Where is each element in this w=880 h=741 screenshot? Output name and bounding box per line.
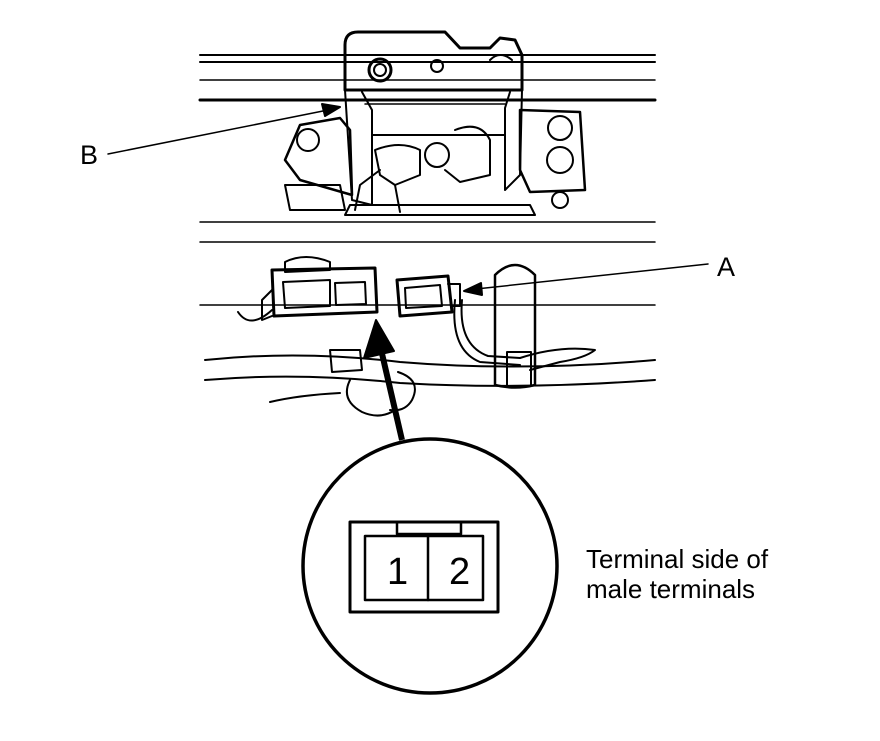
callout-label-b: B	[80, 140, 99, 170]
leader-line-a	[463, 263, 709, 296]
pin-2-label: 2	[449, 551, 470, 593]
caption-line-2: male terminals	[586, 574, 756, 604]
latch-switch-connector	[395, 274, 461, 318]
terminal-caption: Terminal side of male terminals	[586, 544, 768, 604]
harness-side-connector	[261, 256, 379, 321]
hood-latch	[343, 30, 524, 213]
callout-label-a: A	[717, 252, 736, 282]
upper-body-panel	[198, 54, 657, 243]
leader-line-b	[107, 103, 341, 155]
terminal-face	[348, 520, 500, 614]
lower-body-panel	[199, 304, 656, 403]
detail-circle	[301, 437, 559, 695]
caption-line-1: Terminal side of	[586, 544, 769, 574]
latch-mounting-bracket	[283, 108, 587, 216]
pin-1-label: 1	[387, 551, 408, 593]
view-direction-arrow	[363, 319, 405, 441]
